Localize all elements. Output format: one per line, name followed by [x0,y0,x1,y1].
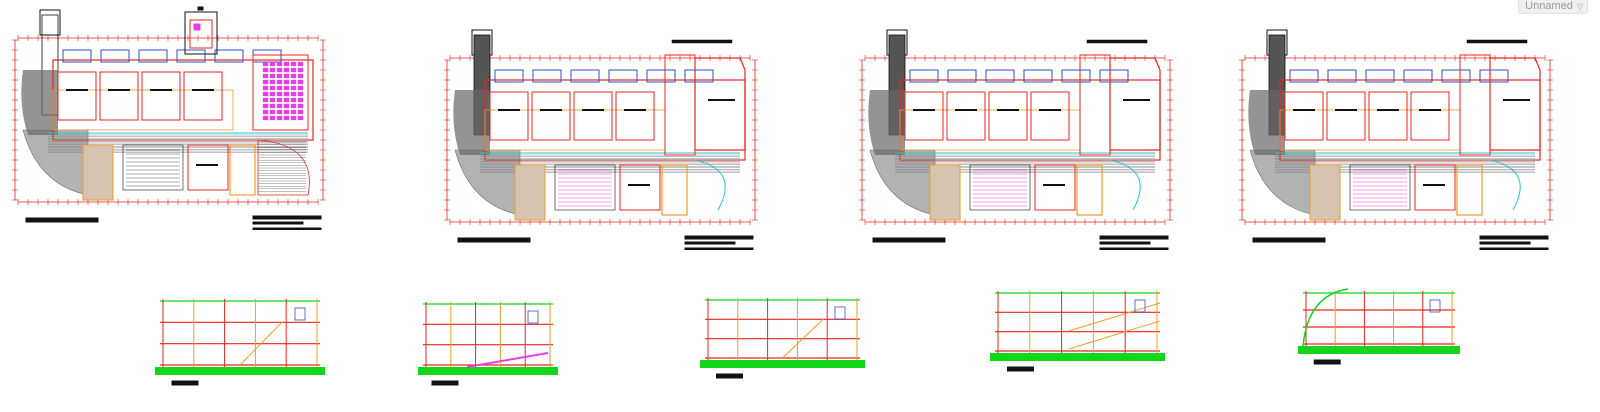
building-section [418,302,558,386]
building-section [155,299,325,386]
building-section [990,291,1165,372]
view-selector-label: Unnamed [1525,0,1573,12]
chevron-down-icon: ▽ [1576,2,1583,11]
building-section [1298,288,1460,365]
view-selector[interactable]: Unnamed ▽ [1518,0,1588,14]
detail-tower [184,6,218,55]
floor-plan [859,29,1173,250]
building-section [700,298,865,379]
floor-plan [444,29,758,250]
floor-plan [12,9,326,230]
floor-plan [1239,29,1553,250]
